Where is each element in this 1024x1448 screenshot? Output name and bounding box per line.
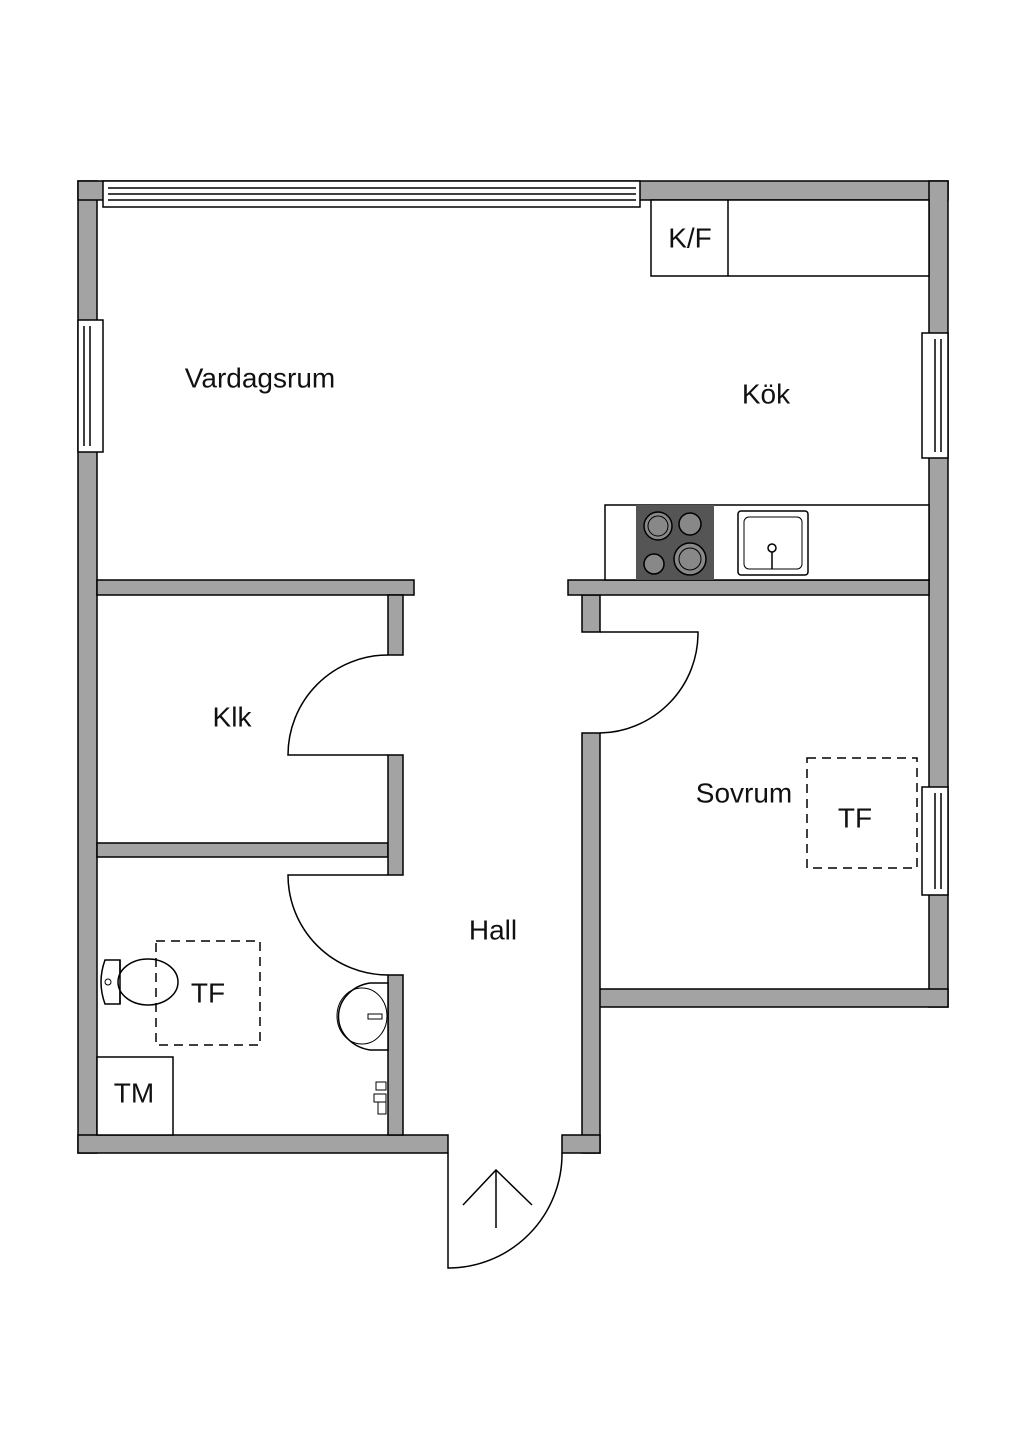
door-bedroom xyxy=(599,631,699,734)
entrance-arrow-icon xyxy=(462,1168,533,1228)
bathroom-fixtures xyxy=(96,940,389,1136)
room-label-hall: Hall xyxy=(469,914,517,945)
stove-icon xyxy=(636,505,714,580)
faucet-icon xyxy=(373,1081,387,1115)
room-label-klk: Klk xyxy=(213,701,253,732)
wall-hall-right-upper xyxy=(581,594,601,633)
window-bedroom xyxy=(921,786,949,896)
fixture-label-kf: K/F xyxy=(668,222,712,253)
door-bathroom xyxy=(287,874,389,976)
kitchen-top-counter xyxy=(650,199,930,277)
room-label-kok: Kök xyxy=(742,378,791,409)
wall-interior-left xyxy=(96,579,415,596)
window-left xyxy=(77,319,104,453)
room-label-vardagsrum: Vardagsrum xyxy=(185,362,335,393)
wall-klk-right-lower xyxy=(387,754,404,876)
fixture-label-tf-bedroom: TF xyxy=(838,802,872,833)
wall-bottom-right xyxy=(561,1134,601,1154)
window-top xyxy=(102,180,641,208)
toilet-icon xyxy=(100,958,179,1006)
door-klk xyxy=(287,654,389,756)
fixture-label-tf-bathroom: TF xyxy=(191,977,225,1008)
fixture-label-tm: TM xyxy=(114,1077,154,1108)
wall-klk-bath xyxy=(96,842,389,858)
washbasin-icon xyxy=(336,982,389,1051)
wall-klk-right-upper xyxy=(387,594,404,656)
kitchen-fixtures xyxy=(604,199,930,581)
wall-interior-right xyxy=(567,579,930,596)
windows xyxy=(77,180,949,896)
doors xyxy=(287,631,699,1269)
walls xyxy=(77,180,949,1154)
wardrobe-bedroom-box xyxy=(806,757,918,869)
wardrobe-bathroom-box xyxy=(155,940,261,1046)
window-kitchen xyxy=(921,332,949,459)
wall-bedroom-bottom xyxy=(597,988,949,1008)
door-entrance xyxy=(447,1152,563,1269)
room-label-sovrum: Sovrum xyxy=(696,777,792,808)
sink-icon xyxy=(737,510,809,576)
wall-bath-right xyxy=(387,974,404,1136)
wall-bottom-left xyxy=(77,1134,449,1154)
wall-hall-right-lower xyxy=(581,732,601,1154)
washing-machine-box xyxy=(96,1056,174,1136)
